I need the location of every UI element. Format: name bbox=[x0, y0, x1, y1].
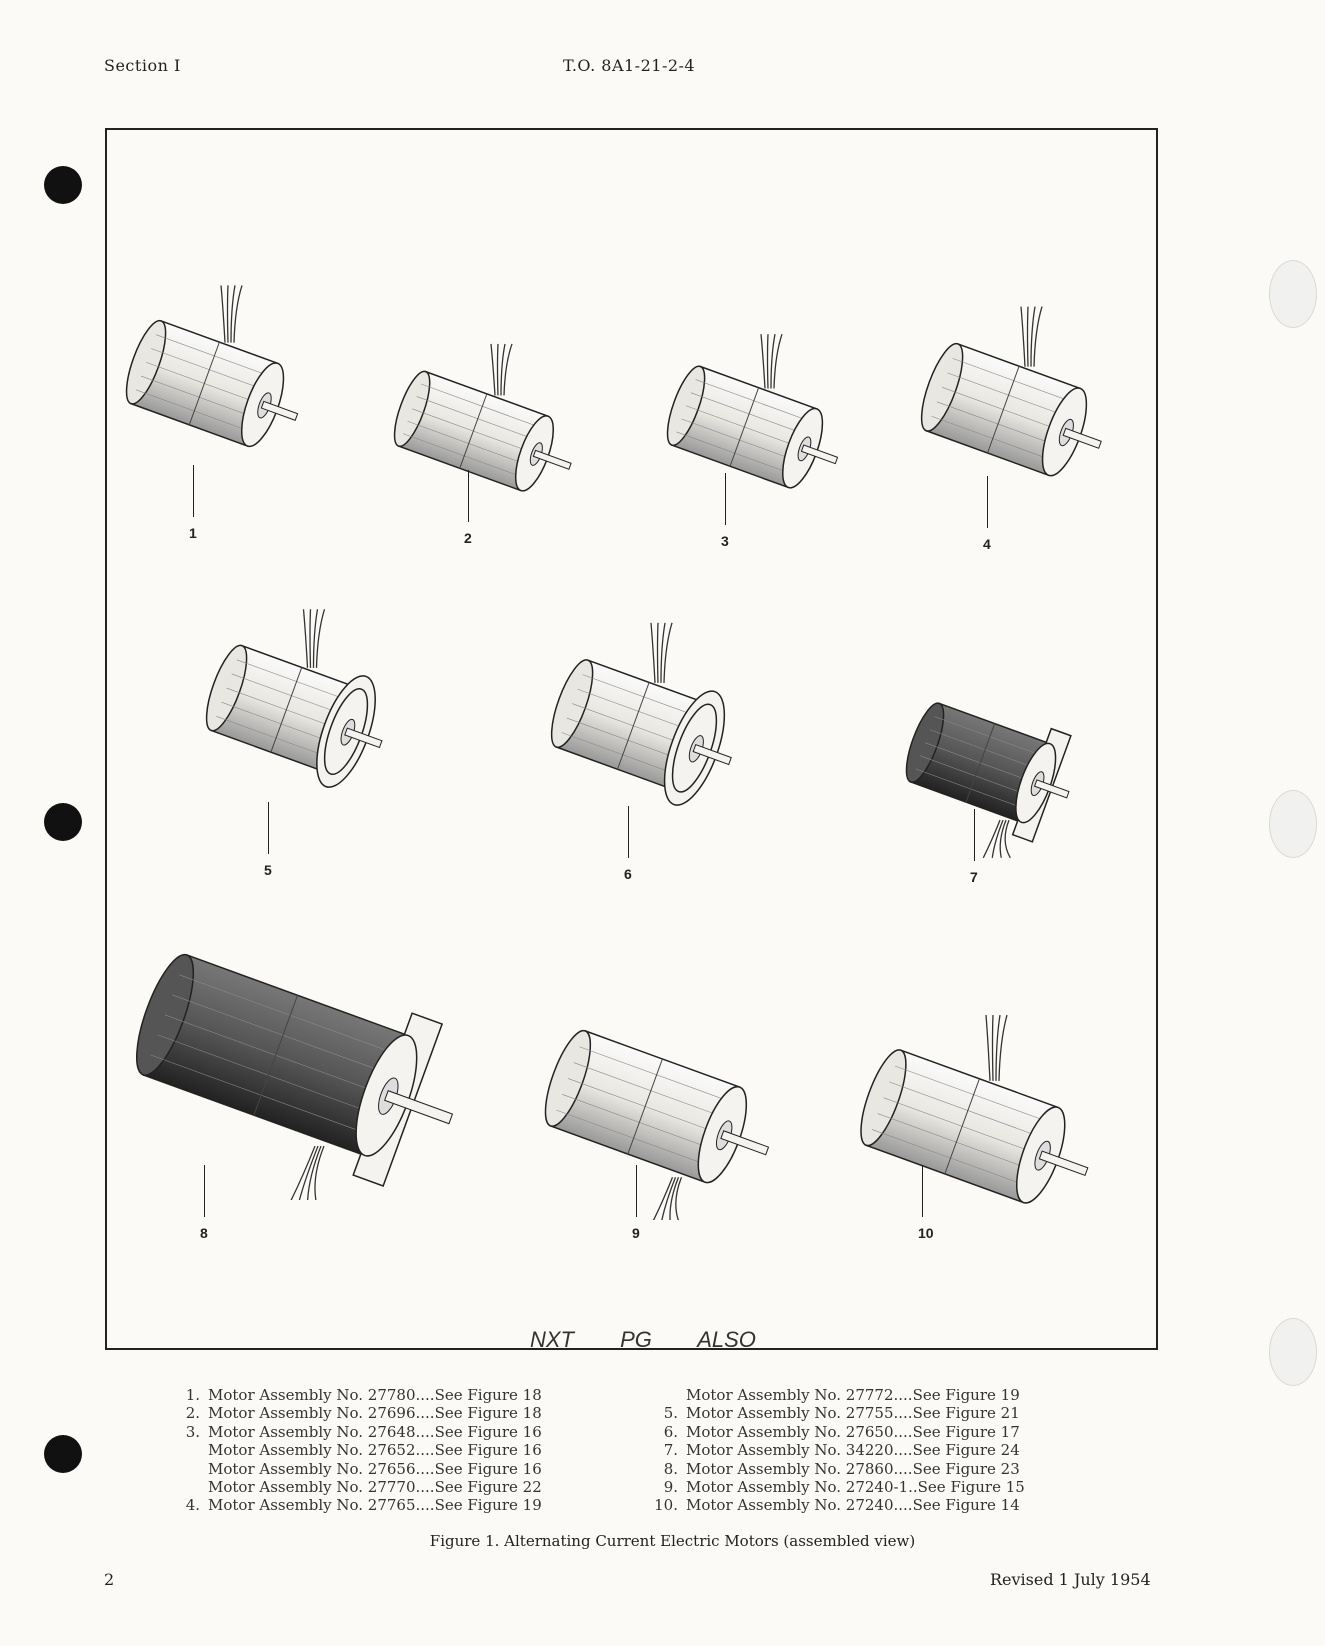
callout-leader-line bbox=[193, 465, 194, 517]
legend-item: 3. Motor Assembly No. 27648....See Figure… bbox=[172, 1423, 542, 1441]
motor-9-illustration bbox=[540, 990, 805, 1224]
callout-number-2: 2 bbox=[464, 530, 472, 546]
callout-leader-line bbox=[468, 470, 469, 522]
motor-2-illustration bbox=[390, 340, 600, 520]
callout-leader-line bbox=[628, 806, 629, 858]
legend-item: 2. Motor Assembly No. 27696....See Figure… bbox=[172, 1404, 542, 1422]
legend-item: Motor Assembly No. 27652....See Figure 1… bbox=[172, 1441, 542, 1459]
callout-number-3: 3 bbox=[721, 533, 729, 549]
legend-left-column: 1. Motor Assembly No. 27780....See Figure… bbox=[172, 1386, 542, 1515]
section-label: Section I bbox=[104, 56, 181, 75]
legend-item: 1. Motor Assembly No. 27780....See Figure… bbox=[172, 1386, 542, 1404]
legend-item-text: Motor Assembly No. 27648....See Figure 1… bbox=[208, 1422, 542, 1441]
legend-item: 6. Motor Assembly No. 27650....See Figure… bbox=[650, 1423, 1025, 1441]
legend-item-text: Motor Assembly No. 27860....See Figure 2… bbox=[686, 1459, 1020, 1478]
callout-number-7: 7 bbox=[970, 869, 978, 885]
motor-8-illustration bbox=[125, 910, 505, 1204]
motor-6-illustration bbox=[550, 610, 760, 835]
legend-item-number: 6. bbox=[663, 1422, 678, 1441]
legend-item-number: 5. bbox=[663, 1404, 678, 1423]
legend-item-text: Motor Assembly No. 27765....See Figure 1… bbox=[208, 1496, 542, 1515]
callout-leader-line bbox=[725, 473, 726, 525]
legend-item-text: Motor Assembly No. 27780....See Figure 1… bbox=[208, 1386, 542, 1404]
bleed-through-hole bbox=[1269, 790, 1317, 858]
legend-item-text: Motor Assembly No. 27772....See Figure 1… bbox=[686, 1386, 1020, 1404]
legend-item-text: Motor Assembly No. 27770....See Figure 2… bbox=[208, 1478, 542, 1497]
legend-right-column: Motor Assembly No. 27772....See Figure 1… bbox=[650, 1386, 1025, 1515]
legend-item: 8. Motor Assembly No. 27860....See Figure… bbox=[650, 1460, 1025, 1478]
motor-4-illustration bbox=[920, 280, 1130, 530]
callout-number-10: 10 bbox=[918, 1225, 934, 1241]
callout-leader-line bbox=[987, 476, 988, 528]
legend-item-text: Motor Assembly No. 27240....See Figure 1… bbox=[686, 1496, 1020, 1515]
callout-number-1: 1 bbox=[189, 525, 197, 541]
bleed-through-hole bbox=[1269, 1318, 1317, 1386]
callout-leader-line bbox=[268, 802, 269, 854]
motor-3-illustration bbox=[665, 330, 865, 520]
figure-caption: Figure 1. Alternating Current Electric M… bbox=[429, 1532, 916, 1550]
legend-item-number: 3. bbox=[185, 1422, 200, 1441]
binder-hole bbox=[44, 803, 82, 841]
legend-item-text: Motor Assembly No. 27755....See Figure 2… bbox=[686, 1404, 1020, 1423]
callout-leader-line bbox=[204, 1165, 205, 1217]
callout-number-5: 5 bbox=[264, 862, 272, 878]
legend-item-text: Motor Assembly No. 27656....See Figure 1… bbox=[208, 1459, 542, 1478]
legend-item-number: 10. bbox=[654, 1496, 678, 1515]
callout-number-4: 4 bbox=[983, 536, 991, 552]
legend-item: 4. Motor Assembly No. 27765....See Figure… bbox=[172, 1496, 542, 1514]
legend-item-number: 2. bbox=[185, 1404, 200, 1423]
callout-leader-line bbox=[922, 1165, 923, 1217]
motor-7-illustration bbox=[905, 660, 1095, 860]
legend-item: 7. Motor Assembly No. 34220....See Figure… bbox=[650, 1441, 1025, 1459]
legend-item-number: 7. bbox=[663, 1441, 678, 1460]
legend-item-text: Motor Assembly No. 27240-1..See Figure 1… bbox=[686, 1478, 1025, 1497]
legend-item: Motor Assembly No. 27656....See Figure 1… bbox=[172, 1460, 542, 1478]
legend-item: 5. Motor Assembly No. 27755....See Figure… bbox=[650, 1404, 1025, 1422]
binder-hole bbox=[44, 166, 82, 204]
revision-date: Revised 1 July 1954 bbox=[990, 1570, 1151, 1589]
callout-leader-line bbox=[636, 1165, 637, 1217]
legend-item-text: Motor Assembly No. 34220....See Figure 2… bbox=[686, 1441, 1020, 1460]
callout-number-6: 6 bbox=[624, 866, 632, 882]
legend-item-number: 8. bbox=[663, 1459, 678, 1478]
legend-item-number: 1. bbox=[185, 1386, 200, 1404]
legend-item-text: Motor Assembly No. 27650....See Figure 1… bbox=[686, 1422, 1020, 1441]
legend-item: 9. Motor Assembly No. 27240-1..See Figure… bbox=[650, 1478, 1025, 1496]
document-number: T.O. 8A1-21-2-4 bbox=[563, 56, 696, 75]
legend-item-number: 9. bbox=[663, 1478, 678, 1497]
motor-10-illustration bbox=[855, 1010, 1125, 1240]
motor-5-illustration bbox=[205, 580, 410, 830]
page-number: 2 bbox=[104, 1570, 115, 1589]
legend-item: 10. Motor Assembly No. 27240....See Figur… bbox=[650, 1496, 1025, 1514]
callout-number-8: 8 bbox=[200, 1225, 208, 1241]
binder-hole bbox=[44, 1435, 82, 1473]
callout-number-9: 9 bbox=[632, 1225, 640, 1241]
legend-item: Motor Assembly No. 27772....See Figure 1… bbox=[650, 1386, 1025, 1404]
motor-1-illustration bbox=[125, 270, 325, 490]
bleed-through-hole bbox=[1269, 260, 1317, 328]
legend-item-text: Motor Assembly No. 27652....See Figure 1… bbox=[208, 1441, 542, 1460]
legend-item: Motor Assembly No. 27770....See Figure 2… bbox=[172, 1478, 542, 1496]
callout-leader-line bbox=[974, 809, 975, 861]
legend-item-number: 4. bbox=[185, 1496, 200, 1515]
handwritten-note: NXT PG ALSO bbox=[530, 1327, 756, 1352]
legend-item-text: Motor Assembly No. 27696....See Figure 1… bbox=[208, 1404, 542, 1423]
figure-frame bbox=[105, 128, 1158, 1350]
